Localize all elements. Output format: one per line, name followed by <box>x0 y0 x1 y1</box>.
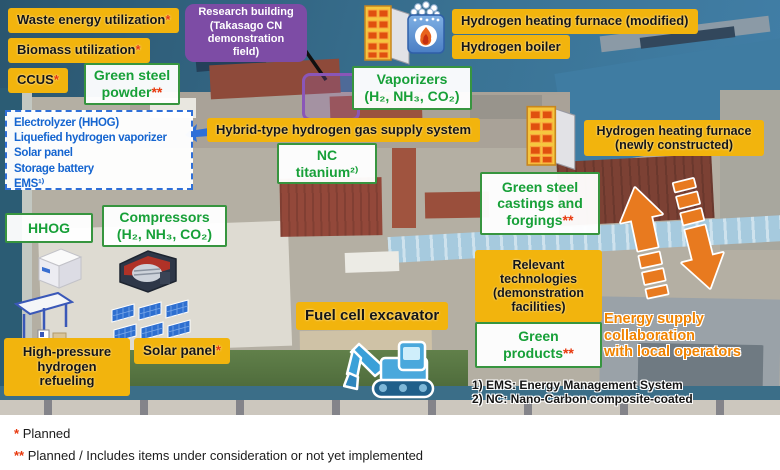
label-research-building: Research building (Takasago CN demonstra… <box>185 4 307 62</box>
label-green-products: Green products** <box>475 322 602 368</box>
label-hhog: HHOG <box>5 213 93 243</box>
label-green-steel-powder: Green steel powder** <box>84 63 180 105</box>
label-solar-panel: Solar panel* <box>134 338 231 364</box>
panel-onsite-facilities: Electrolyzer (HHOG) Liquefied hydrogen v… <box>5 110 193 190</box>
label-hydrogen-boiler: Hydrogen boiler <box>452 35 570 59</box>
furnace-building-icon-1 <box>364 5 410 65</box>
label-hydrogen-heating-furnace-modified: Hydrogen heating furnace (modified) <box>452 9 698 34</box>
facility-item: Liquefied hydrogen vaporizer <box>14 132 167 145</box>
research-building-highlight <box>302 73 360 121</box>
facility-item: Solar panel <box>14 147 73 160</box>
down-arrow-icon <box>671 177 725 290</box>
map-feature <box>279 177 383 237</box>
facility-item: EMS¹⁾ <box>14 177 45 190</box>
footnote-ems: 1) EMS: Energy Management System <box>472 378 683 392</box>
label-hydrogen-heating-furnace-new: Hydrogen heating furnace (newly construc… <box>584 120 764 156</box>
facility-item: Electrolyzer (HHOG) <box>14 117 119 129</box>
text-energy-supply-collaboration: Energy supply collaboration with local o… <box>604 311 741 361</box>
label-biomass-utilization: Biomass utilization* <box>8 38 150 63</box>
solar-array-icon <box>111 299 191 343</box>
compressor-unit-icon <box>119 250 177 293</box>
satellite-map: Waste energy utilization* Biomass utiliz… <box>0 0 780 415</box>
excavator-icon <box>343 340 435 399</box>
label-relevant-technologies: Relevant technologies (demonstration fac… <box>475 250 602 322</box>
label-compressors: Compressors (H₂, NH₃, CO₂) <box>102 205 227 247</box>
label-high-pressure-hydrogen-refueling: High-pressure hydrogen refueling <box>4 338 130 396</box>
label-green-steel-castings: Green steel castings and forgings** <box>480 172 600 235</box>
label-waste-energy-utilization: Waste energy utilization* <box>8 8 180 33</box>
hydrogen-boiler-icon <box>407 1 445 54</box>
up-arrow-icon <box>619 186 670 300</box>
label-nc-titanium: NC titanium²⁾ <box>277 143 377 184</box>
map-feature <box>344 251 400 273</box>
refueling-station-icon <box>14 291 74 347</box>
label-ccus: CCUS* <box>8 68 68 93</box>
energy-flow-arrows <box>619 177 725 300</box>
label-hybrid-hydrogen-supply-system: Hybrid-type hydrogen gas supply system <box>207 118 481 142</box>
legend-planned-considered: ** Planned / Includes items under consid… <box>14 448 424 463</box>
legend-planned: * Planned <box>14 426 71 441</box>
label-vaporizers: Vaporizers (H₂, NH₃, CO₂) <box>352 66 472 110</box>
map-feature <box>392 148 416 228</box>
facility-item: Storage battery <box>14 162 94 175</box>
hhog-container-icon <box>37 248 83 289</box>
footnote-nc: 2) NC: Nano-Carbon composite-coated <box>472 392 693 406</box>
label-fuel-cell-excavator: Fuel cell excavator <box>296 302 449 330</box>
map-feature <box>22 88 32 415</box>
map-feature <box>0 400 780 415</box>
furnace-building-icon-2 <box>526 105 576 171</box>
